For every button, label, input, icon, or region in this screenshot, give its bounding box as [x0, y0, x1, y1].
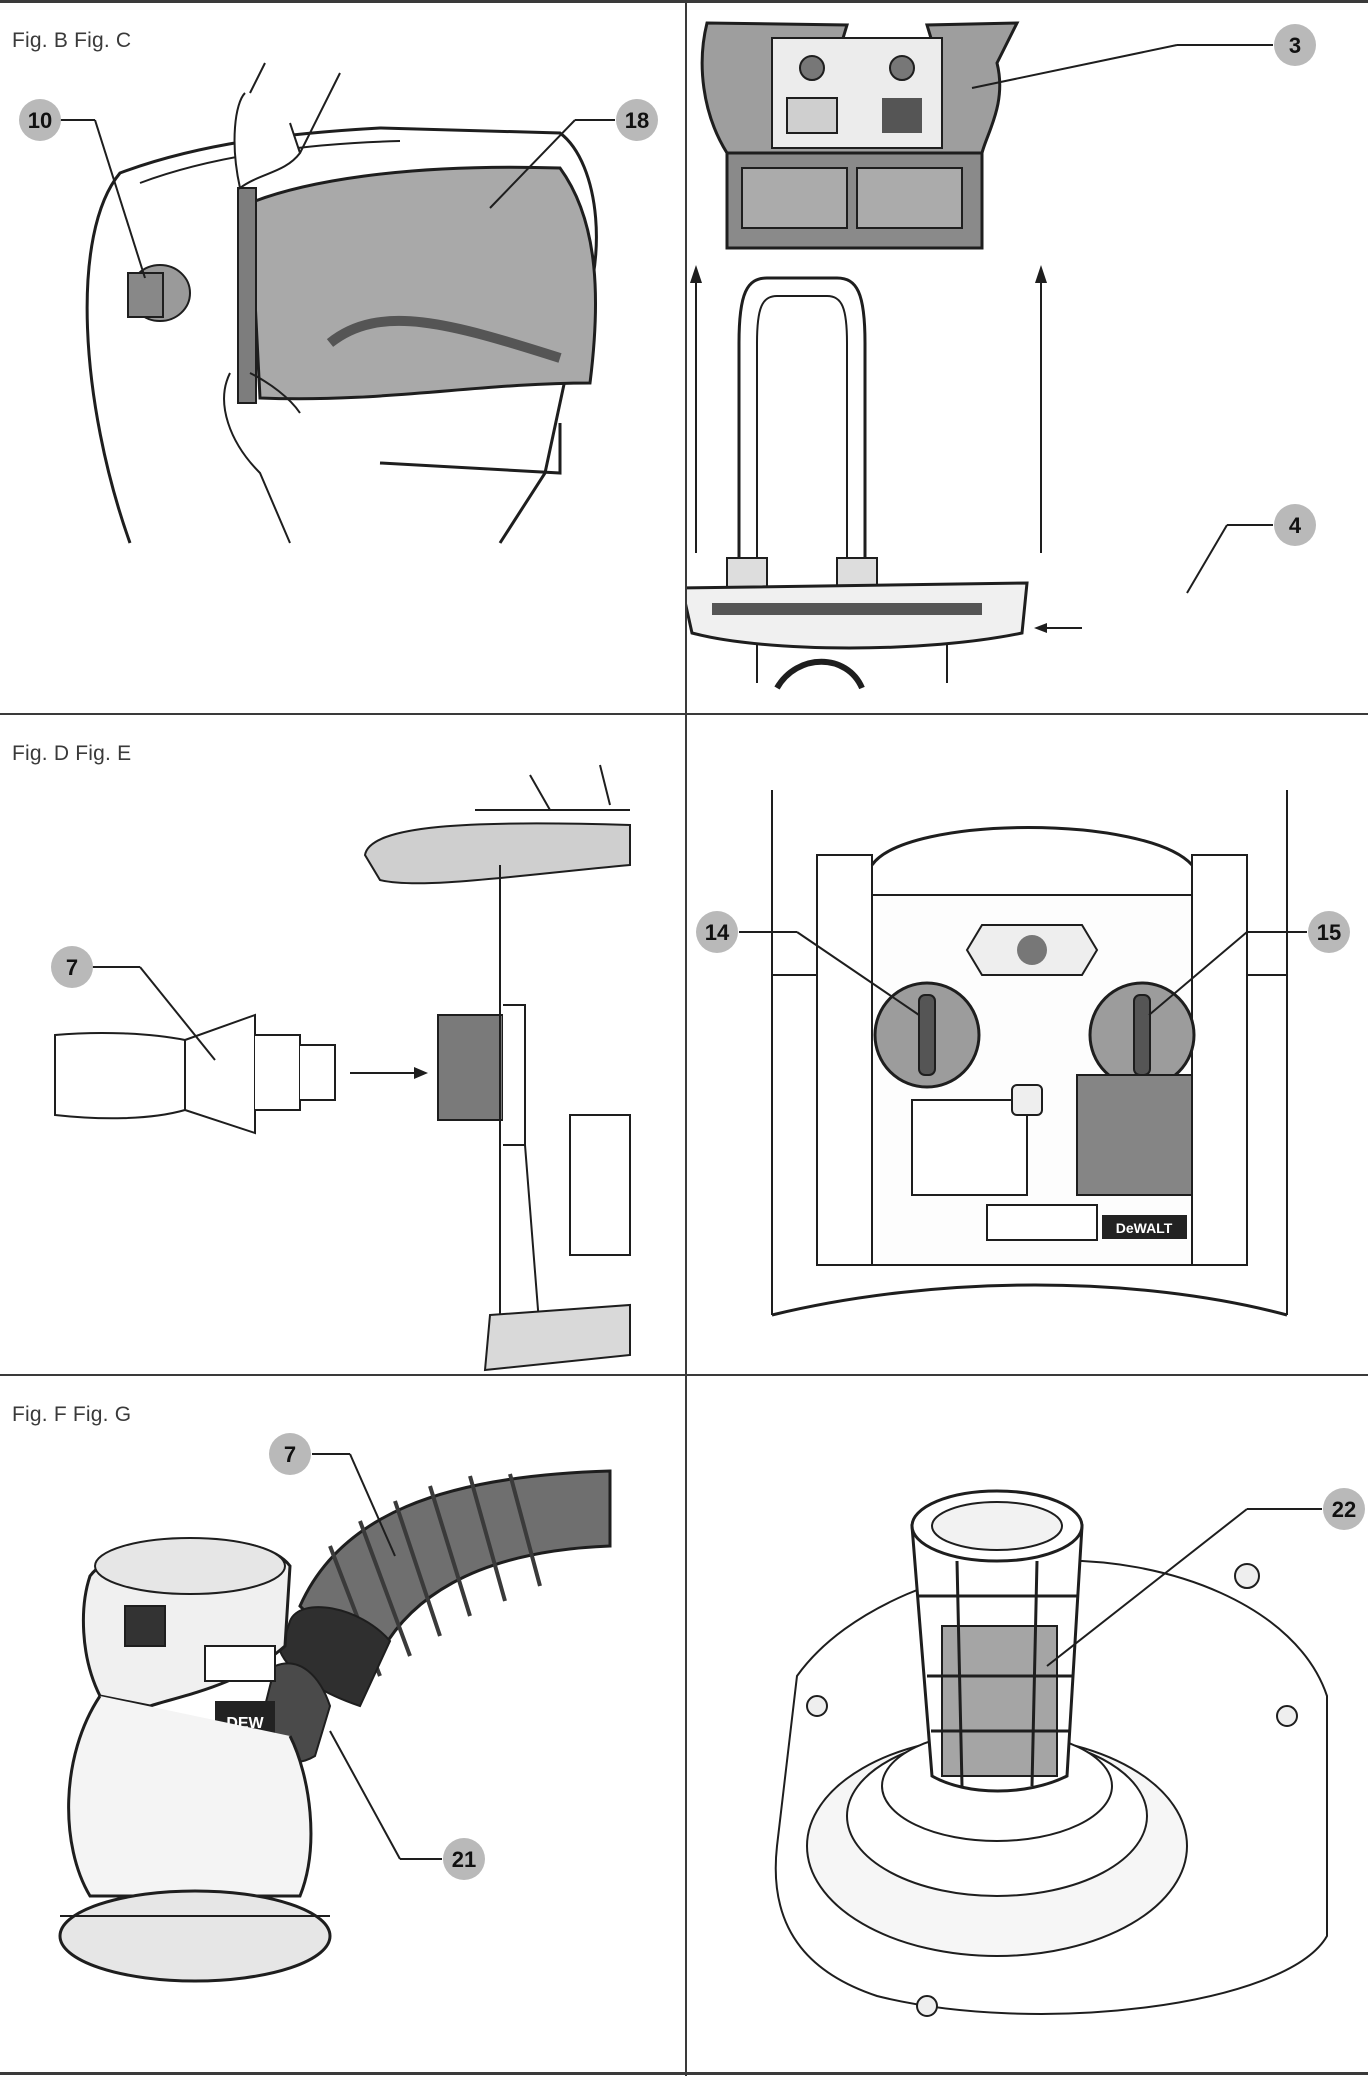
callout-label: 15 — [1317, 920, 1341, 945]
figure-g-panel: 22 — [687, 1376, 1368, 2072]
callout-label: 7 — [66, 955, 78, 980]
callout-badge — [269, 1433, 311, 1475]
callout-badge — [443, 1838, 485, 1880]
callout-badge — [1323, 1488, 1365, 1530]
filter-knobs-illustration: DeWALT 14 15 — [696, 790, 1350, 1317]
callout-label: 10 — [28, 108, 52, 133]
callout-label: 4 — [1289, 513, 1302, 538]
callout-label: 7 — [284, 1442, 296, 1467]
callout-badge — [616, 99, 658, 141]
figure-b-panel: Fig. B Fig. C 10 18 — [0, 3, 685, 713]
filter-cage-illustration: 22 — [774, 1488, 1365, 2017]
figure-f-panel: Fig. F Fig. G DEW 7 21 — [0, 1376, 685, 2072]
figure-d-panel: Fig. D Fig. E 7 — [0, 715, 685, 1374]
callout-badge — [51, 946, 93, 988]
callout-badge — [1308, 911, 1350, 953]
figure-c-panel: 3 4 — [687, 3, 1368, 713]
callout-badge — [1274, 24, 1316, 66]
bag-installation-illustration: 10 18 — [19, 62, 658, 544]
callout-badge — [696, 911, 738, 953]
hose-attachment-illustration: 7 — [51, 764, 631, 1372]
callout-label: 14 — [705, 920, 730, 945]
callout-label: 3 — [1289, 33, 1301, 58]
callout-label: 18 — [625, 108, 649, 133]
row-divider-2 — [0, 1374, 1368, 1376]
figure-caption: Fig. F Fig. G — [12, 1403, 132, 1426]
bottom-rule — [0, 2072, 1368, 2075]
brand-mark: DeWALT — [1116, 1220, 1173, 1236]
callout-label: 21 — [452, 1847, 476, 1872]
figure-caption: Fig. D Fig. E — [12, 742, 132, 765]
row-divider-1 — [0, 713, 1368, 715]
head-removal-illustration: 3 4 — [687, 21, 1316, 690]
callout-badge — [19, 99, 61, 141]
figure-caption: Fig. B Fig. C — [12, 29, 132, 52]
sander-hose-illustration: DEW 7 21 — [58, 1433, 612, 1983]
figure-e-panel: DeWALT 14 15 — [687, 715, 1368, 1374]
callout-label: 22 — [1332, 1497, 1356, 1522]
top-rule — [0, 0, 1368, 3]
column-divider — [685, 0, 687, 2076]
callout-badge — [1274, 504, 1316, 546]
